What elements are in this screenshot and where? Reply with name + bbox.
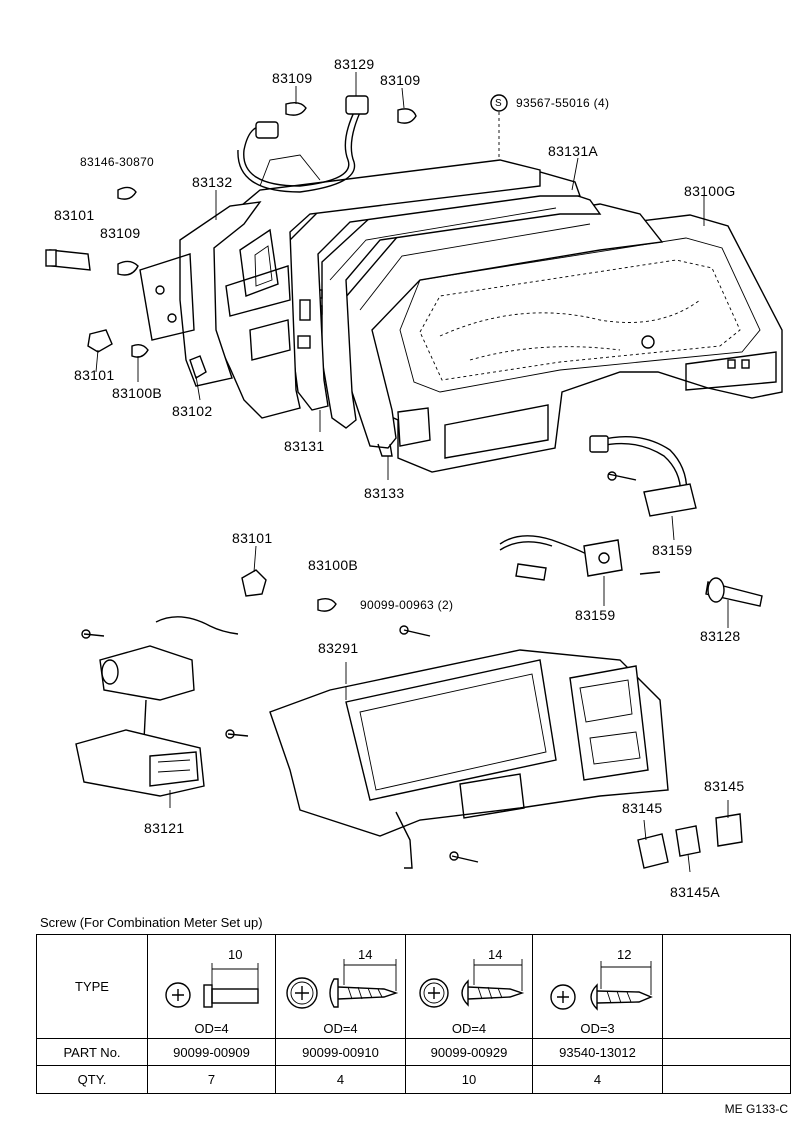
leader-lines-lower <box>253 515 729 873</box>
callout-83159-a: 83159 <box>652 542 693 558</box>
meter-case-back-83102 <box>139 201 262 387</box>
callout-83133: 83133 <box>364 485 405 501</box>
callout-83128: 83128 <box>700 628 741 644</box>
screw-3-length: 14 <box>488 947 503 962</box>
callout-83101-b: 83101 <box>74 367 115 383</box>
callout-83102: 83102 <box>172 403 213 419</box>
leader-lines-upper <box>95 72 705 480</box>
part-no-4: 93540-13012 <box>532 1038 663 1066</box>
callout-83100g: 83100G <box>684 183 736 199</box>
type-cell-4: 12 OD=3 <box>532 934 663 1039</box>
exploded-parts-diagram: 83109 83129 83109 S 93567-55016 (4) 8314… <box>45 56 783 900</box>
callout-83159-b: 83159 <box>575 607 616 623</box>
screw-type-2: 14 OD=4 <box>276 935 405 1038</box>
callout-83101-a: 83101 <box>54 207 95 223</box>
screw-2-drawing <box>286 959 399 1009</box>
callout-83109-b: 83109 <box>380 72 421 88</box>
part-no-3: 90099-00929 <box>405 1038 533 1066</box>
screw-2-od: OD=4 <box>323 1021 358 1036</box>
qty-3: 10 <box>405 1065 533 1094</box>
callout-90099-00963: 90099-00963 (2) <box>360 598 454 612</box>
screw-lower-mid <box>225 729 249 739</box>
callout-83101-c: 83101 <box>232 530 273 546</box>
screw-93567-symbol <box>490 94 508 160</box>
bulb-83109-right <box>397 108 417 124</box>
qty-row: QTY. 7 4 10 4 <box>36 1065 791 1094</box>
qty-4: 4 <box>532 1065 663 1094</box>
meter-body-83291 <box>269 649 669 869</box>
bulb-socket-83101-lower <box>241 569 267 597</box>
drawing-code: ME G133-C <box>724 1102 788 1116</box>
callout-83131a: 83131A <box>548 143 599 159</box>
callout-83100b-b: 83100B <box>308 557 359 573</box>
cover-83145-b <box>675 825 701 857</box>
meter-hood-83133 <box>339 203 664 457</box>
type-cell-3: 14 OD=4 <box>405 934 533 1039</box>
callout-83109-c: 83109 <box>100 225 141 241</box>
screw-table: TYPE 10 OD=4 14 OD= <box>36 934 791 1094</box>
screw-4-drawing <box>550 961 653 1011</box>
bulb-83109-left <box>285 101 307 116</box>
callout-83145a: 83145A <box>670 884 721 900</box>
screw-4-od: OD=3 <box>580 1021 615 1036</box>
screw-1-length: 10 <box>228 947 243 962</box>
callout-83121: 83121 <box>144 820 185 836</box>
screw-3-drawing <box>419 959 525 1008</box>
type-row: TYPE 10 OD=4 14 OD= <box>36 934 791 1039</box>
callout-83109-a: 83109 <box>272 70 313 86</box>
screw-1-od: OD=4 <box>194 1021 229 1036</box>
type-cell-1: 10 OD=4 <box>147 934 276 1039</box>
wire-harness-83159-lower <box>499 535 661 581</box>
qty-2: 4 <box>275 1065 406 1094</box>
screw-lower-left <box>81 629 105 639</box>
type-cell-2: 14 OD=4 <box>275 934 406 1039</box>
wire-harness-83129 <box>237 95 369 193</box>
part-no-row: PART No. 90099-00909 90099-00910 90099-0… <box>36 1038 791 1066</box>
cover-83145-c <box>715 813 743 847</box>
wire-harness-83159-upper <box>589 435 697 517</box>
screw-4-length: 12 <box>617 947 632 962</box>
screw-type-3: 14 OD=4 <box>406 935 532 1038</box>
callout-83100b-a: 83100B <box>112 385 163 401</box>
cap-83146 <box>117 186 137 200</box>
callout-83145-a: 83145 <box>704 778 745 794</box>
callout-93567-55016: 93567-55016 (4) <box>516 96 610 110</box>
screw-90099-00963 <box>399 625 431 637</box>
meter-case-83132 <box>209 154 541 419</box>
callout-83129: 83129 <box>334 56 375 72</box>
screw-type-4: 12 OD=3 <box>533 935 662 1038</box>
screw-lower-bottom <box>449 851 479 863</box>
screw-type-1: 10 OD=4 <box>148 935 275 1038</box>
callout-83291: 83291 <box>318 640 359 656</box>
cover-83145-a <box>637 833 669 869</box>
diagram-drawing <box>45 72 783 873</box>
callout-symbol-s: S <box>495 98 502 109</box>
socket-83101-upper <box>45 249 91 271</box>
screw-2-length: 14 <box>358 947 373 962</box>
qty-1: 7 <box>147 1065 276 1094</box>
gauge-83121 <box>75 616 239 808</box>
bulb-83109-lower <box>117 260 139 276</box>
qty-5 <box>662 1065 791 1094</box>
part-no-2: 90099-00910 <box>275 1038 406 1066</box>
socket-83128 <box>705 577 763 607</box>
callout-83145-b: 83145 <box>622 800 663 816</box>
type-row-label: TYPE <box>36 934 148 1039</box>
screw-1-drawing <box>165 963 259 1008</box>
type-cell-5 <box>662 934 791 1039</box>
socket-83101-small <box>87 329 113 353</box>
qty-row-label: QTY. <box>36 1065 148 1094</box>
callout-83146-30870: 83146-30870 <box>80 155 155 169</box>
callout-83131: 83131 <box>284 438 325 454</box>
meter-panel-83131a <box>289 171 581 411</box>
bulb-83100b <box>131 343 149 358</box>
meter-glass-83100g <box>363 214 783 473</box>
part-no-5 <box>662 1038 791 1066</box>
part-no-row-label: PART No. <box>36 1038 148 1066</box>
part-no-1: 90099-00909 <box>147 1038 276 1066</box>
bulb-83100b-lower <box>317 597 337 612</box>
screw-table-caption: Screw (For Combination Meter Set up) <box>40 915 263 930</box>
callout-83132: 83132 <box>192 174 233 190</box>
screw-3-od: OD=4 <box>451 1021 487 1036</box>
